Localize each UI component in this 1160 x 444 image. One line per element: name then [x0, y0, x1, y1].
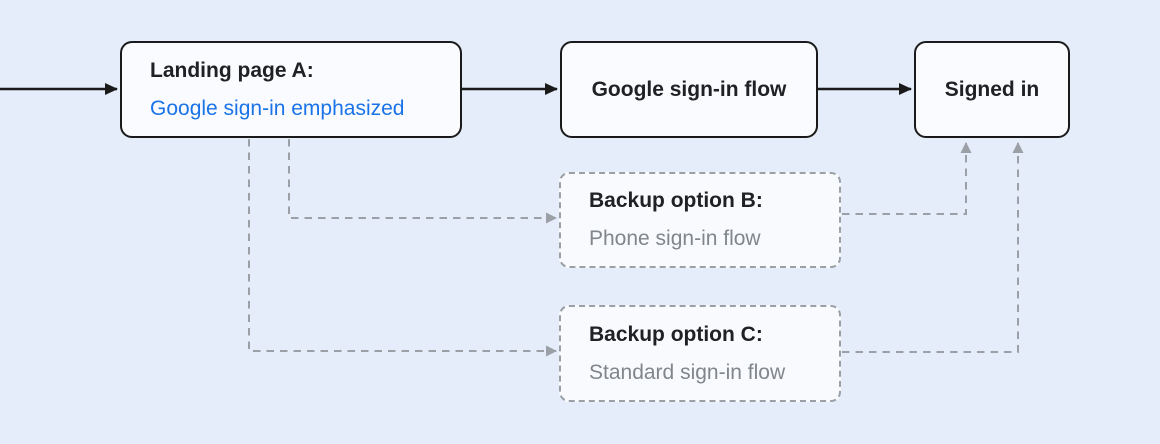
- node-backup-option-c-subtitle: Standard sign-in flow: [589, 360, 786, 384]
- node-backup-option-b: Backup option B: Phone sign-in flow: [559, 172, 841, 268]
- edge-landing-a-to-backup-b: [288, 139, 557, 224]
- node-backup-option-c-title: Backup option C:: [589, 322, 763, 346]
- node-landing-page-a-subtitle: Google sign-in emphasized: [150, 96, 405, 120]
- node-signed-in-title: Signed in: [944, 77, 1040, 101]
- node-signed-in: Signed in: [914, 41, 1070, 138]
- node-backup-option-b-subtitle: Phone sign-in flow: [589, 227, 761, 250]
- node-backup-option-c: Backup option C: Standard sign-in flow: [559, 305, 841, 402]
- node-landing-page-a: Landing page A: Google sign-in emphasize…: [120, 41, 462, 138]
- node-google-sign-in-flow-title: Google sign-in flow: [591, 77, 787, 101]
- node-landing-page-a-title: Landing page A:: [150, 58, 314, 82]
- edge-landing-a-to-backup-c: [248, 139, 557, 357]
- edge-backup-c-to-signed-in: [842, 142, 1024, 353]
- node-backup-option-b-title: Backup option B:: [589, 189, 763, 212]
- node-google-sign-in-flow: Google sign-in flow: [560, 41, 818, 138]
- edge-backup-b-to-signed-in: [842, 142, 972, 215]
